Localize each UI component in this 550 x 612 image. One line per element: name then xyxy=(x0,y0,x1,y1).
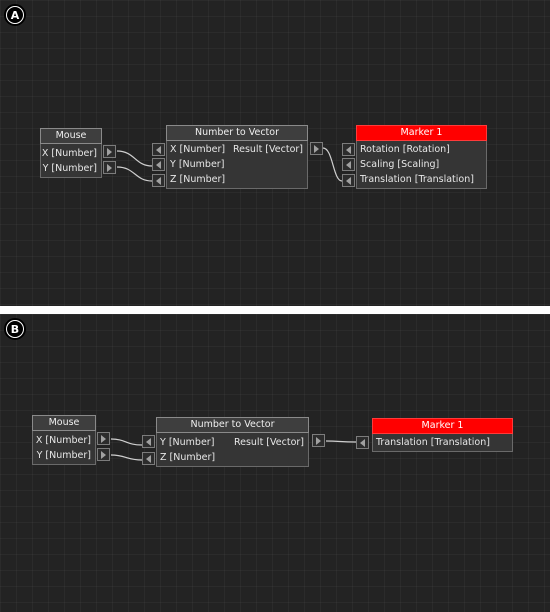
marker-input-translation-port[interactable] xyxy=(356,436,369,449)
mouse-node-title: Mouse xyxy=(32,415,96,431)
marker-input-scaling-label: Scaling [Scaling] xyxy=(360,159,440,170)
wire-mouse-x-to-vector-y xyxy=(116,150,153,167)
panel-label-a: A xyxy=(4,4,26,26)
vector-output-result-port[interactable] xyxy=(312,434,325,447)
marker-input-translation-label: Translation [Translation] xyxy=(360,174,474,185)
mouse-output-y-label: Y [Number] xyxy=(36,450,91,461)
vector-input-z-port[interactable] xyxy=(152,174,165,187)
mouse-output-y-port[interactable] xyxy=(97,448,110,461)
vector-input-y-port[interactable] xyxy=(142,435,155,448)
vector-input-z-port[interactable] xyxy=(142,452,155,465)
node-graph-panel-b[interactable]: B Mouse X [Number] Y [Number] Number to … xyxy=(0,314,550,612)
marker-input-scaling-port[interactable] xyxy=(342,158,355,171)
mouse-output-x-label: X [Number] xyxy=(41,148,97,159)
vector-input-x-port[interactable] xyxy=(152,143,165,156)
mouse-output-y-port[interactable] xyxy=(103,161,116,174)
mouse-node[interactable]: Mouse X [Number] Y [Number] xyxy=(40,128,102,178)
wire-mouse-y-to-vector-z xyxy=(116,166,153,182)
vector-input-y-label: Y [Number] xyxy=(160,437,215,448)
mouse-output-x-label: X [Number] xyxy=(35,435,91,446)
marker-input-translation-port[interactable] xyxy=(342,174,355,187)
marker-input-rotation-label: Rotation [Rotation] xyxy=(360,144,450,155)
number-to-vector-title: Number to Vector xyxy=(156,417,309,433)
number-to-vector-title: Number to Vector xyxy=(166,125,308,141)
marker-node[interactable]: Marker 1 Rotation [Rotation] Scaling [Sc… xyxy=(356,125,487,189)
vector-output-result-label: Result [Vector] xyxy=(232,144,303,155)
mouse-output-x-port[interactable] xyxy=(97,432,110,445)
wire-mouse-y-to-vector-z xyxy=(110,454,143,461)
mouse-node[interactable]: Mouse X [Number] Y [Number] xyxy=(32,415,96,465)
marker-node-title: Marker 1 xyxy=(356,125,487,141)
mouse-output-y-label: Y [Number] xyxy=(42,163,97,174)
vector-input-y-port[interactable] xyxy=(152,158,165,171)
vector-input-z-label: Z [Number] xyxy=(160,452,216,463)
vector-input-z-label: Z [Number] xyxy=(170,174,226,185)
number-to-vector-node[interactable]: Number to Vector X [Number] Y [Number] Z… xyxy=(166,125,308,189)
wire-vector-result-to-marker-translation xyxy=(325,440,357,443)
panel-label-b: B xyxy=(4,318,26,340)
marker-input-translation-label: Translation [Translation] xyxy=(376,437,490,448)
vector-output-result-label: Result [Vector] xyxy=(233,437,304,448)
mouse-node-title: Mouse xyxy=(40,128,102,144)
wire-mouse-x-to-vector-y xyxy=(110,438,143,446)
vector-input-x-label: X [Number] xyxy=(170,144,226,155)
marker-node[interactable]: Marker 1 Translation [Translation] xyxy=(372,418,513,452)
vector-input-y-label: Y [Number] xyxy=(170,159,225,170)
marker-input-rotation-port[interactable] xyxy=(342,143,355,156)
vector-output-result-port[interactable] xyxy=(310,142,323,155)
wires-layer xyxy=(110,438,357,461)
wires-layer xyxy=(116,147,343,182)
marker-node-title: Marker 1 xyxy=(372,418,513,434)
wire-vector-result-to-marker-translation xyxy=(322,147,343,182)
node-graph-panel-a[interactable]: A Mouse X [Number] Y [Number] Number to … xyxy=(0,0,550,306)
mouse-output-x-port[interactable] xyxy=(103,145,116,158)
number-to-vector-node[interactable]: Number to Vector Y [Number] Z [Number] R… xyxy=(156,417,309,467)
